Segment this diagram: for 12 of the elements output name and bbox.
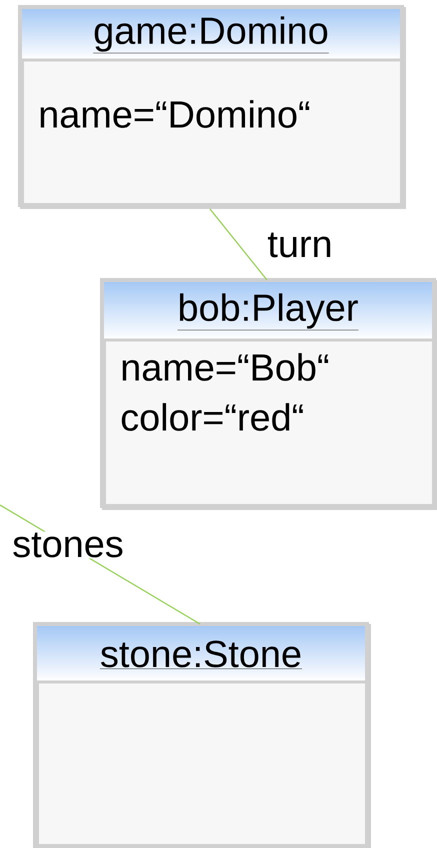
object-name: game:Domino — [92, 16, 330, 54]
edge-label: stones — [11, 532, 125, 558]
object-box — [33, 622, 371, 848]
attribute-text: color=“red“ — [122, 403, 303, 431]
object-box — [18, 5, 406, 209]
edge-label: turn — [266, 232, 334, 258]
attribute-text: name=“Domino“ — [40, 100, 310, 128]
object-name: stone:Stone — [100, 640, 302, 669]
association-line — [210, 208, 268, 280]
object-box — [100, 278, 437, 510]
attribute-text: name=“Bob“ — [122, 353, 328, 381]
object-name: bob:Player — [177, 293, 359, 330]
